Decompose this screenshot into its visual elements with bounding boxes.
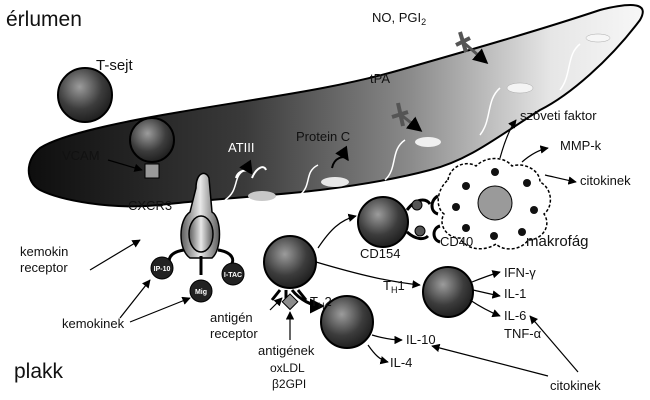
atiii-label: ATIII <box>228 140 254 155</box>
endothelial-nucleus <box>506 82 534 94</box>
t-sejt-label: T-sejt <box>96 57 134 74</box>
il1-label: IL-1 <box>504 286 526 301</box>
chemokine-ip10-label: IP-10 <box>154 266 171 273</box>
kemokin-receptor-label-2: receptor <box>20 260 68 275</box>
th1-label: TH1 <box>383 278 405 295</box>
ifn-label: IFN-γ <box>504 265 536 280</box>
citokinek-top-label: citokinek <box>580 173 631 188</box>
mmp-label: MMP-k <box>560 138 602 153</box>
protein-c-label: Protein C <box>296 129 350 144</box>
t-cell-adhering <box>129 117 175 163</box>
b2gpi-label: β2GPI <box>272 377 306 391</box>
cd154-ligand <box>405 198 432 211</box>
kemokinek-label: kemokinek <box>62 316 125 331</box>
vcam-label: VCAM <box>62 148 100 163</box>
chemokine-itac <box>221 262 245 286</box>
cd40-icon <box>414 225 426 237</box>
cxcr3-receptor <box>167 172 235 275</box>
antigen-receptor-label-1: antigén <box>210 310 253 325</box>
chemokine-mig <box>189 279 213 303</box>
inhibition-markers <box>391 31 489 132</box>
antigen-icon <box>281 293 299 311</box>
tpa-label: tPA <box>370 71 390 86</box>
il6-label: IL-6 <box>504 308 526 323</box>
il4-label: IL-4 <box>390 355 412 370</box>
th2-cell <box>320 295 374 349</box>
plakk-label: plakk <box>14 360 64 383</box>
szoveti-faktor-label: szöveti faktor <box>520 108 597 123</box>
cd40-label: CD40 <box>440 234 473 249</box>
il10-label: IL-10 <box>406 332 436 347</box>
protein-c-arrow-icon <box>331 145 349 169</box>
cxcr3-label: CXCR3 <box>128 198 172 213</box>
antigen-receptor-label-2: receptor <box>210 326 258 341</box>
makrofag-label: makrofág <box>526 233 589 250</box>
atiii-arrow-tail <box>251 166 267 179</box>
endothelial-nucleus <box>585 33 611 43</box>
chemokine-itac-label: I-TAC <box>224 272 242 279</box>
th1-cell <box>422 266 474 318</box>
t-cell-circulating <box>57 67 113 123</box>
th2-label: TH2 <box>310 294 332 311</box>
endothelial-nucleus <box>248 191 276 201</box>
macrophage <box>437 157 552 250</box>
oxldl-label: oxLDL <box>270 361 305 375</box>
t-cell-cd154 <box>357 196 409 248</box>
cd154-label: CD154 <box>360 246 400 261</box>
t-cell-central <box>263 235 317 289</box>
vcam-molecule <box>144 163 160 179</box>
chemokine-mig-label: Mig <box>195 289 207 296</box>
chemokine-ip10 <box>150 256 174 280</box>
cd40-icon <box>411 199 423 211</box>
tnf-label: TNF-α <box>504 326 542 341</box>
citokinek-bottom-label: citokinek <box>550 378 601 393</box>
kemokin-receptor-label-1: kemokin <box>20 244 68 259</box>
antigenek-label: antigének <box>258 343 315 358</box>
endothelial-nucleus <box>321 177 349 187</box>
erlumen-label: érlumen <box>6 8 82 31</box>
atiii-arrow-icon <box>235 159 253 179</box>
no-pgi-label: NO, PGI2 <box>372 10 426 27</box>
endothelial-nucleus <box>415 137 441 147</box>
